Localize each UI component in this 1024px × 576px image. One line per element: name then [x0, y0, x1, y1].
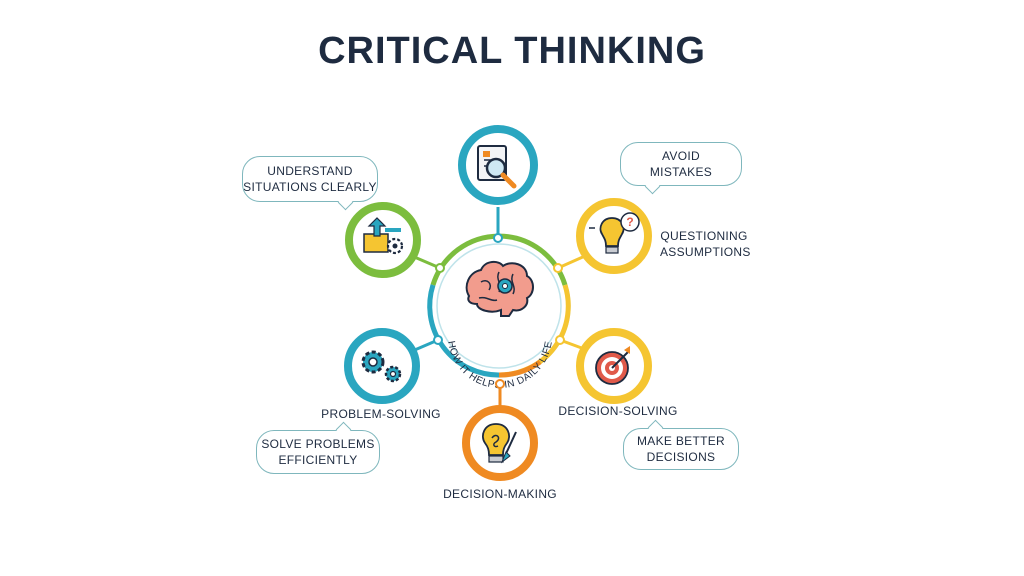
node-questioning: ? [576, 198, 652, 274]
label-questioning-assumptions: QUESTIONING ASSUMPTIONS [660, 229, 751, 259]
node-top [458, 125, 538, 205]
bubble-understand: UNDERSTAND SITUATIONS CLEARLY [242, 156, 378, 202]
connector-understand [411, 254, 441, 270]
document-magnifier-icon [477, 145, 517, 189]
bubble-understand-text: UNDERSTAND SITUATIONS CLEARLY [243, 164, 377, 194]
upload-gear-icon [363, 217, 404, 255]
page-title: CRITICAL THINKING [318, 30, 706, 72]
svg-text:?: ? [626, 215, 633, 229]
connector-dots [433, 233, 565, 389]
node-problem [344, 328, 420, 404]
bubble-solve-problems: SOLVE PROBLEMS EFFICIENTLY [256, 430, 380, 474]
bubble-better-decisions-text: MAKE BETTER DECISIONS [637, 434, 725, 464]
node-understand [345, 202, 421, 278]
bubble-avoid-mistakes-text: AVOID MISTAKES [649, 149, 713, 179]
label-decision-making: DECISION-MAKING [443, 487, 557, 501]
target-arrow-icon [595, 346, 630, 385]
node-decision-solving [576, 328, 652, 404]
label-problem-solving: PROBLEM-SOLVING [321, 407, 441, 421]
bubble-solve-problems-text: SOLVE PROBLEMS EFFICIENTLY [261, 437, 375, 467]
bubble-better-decisions: MAKE BETTER DECISIONS [623, 428, 739, 470]
label-decision-solving: DECISION-SOLVING [558, 404, 678, 418]
node-decision-making [462, 405, 538, 481]
brain-gear-icon [465, 260, 534, 317]
lightbulb-question-icon: ? [589, 212, 640, 254]
gears-icon [361, 350, 402, 383]
lightbulb-brush-icon [482, 423, 517, 464]
bubble-avoid-mistakes: AVOID MISTAKES [620, 142, 742, 186]
